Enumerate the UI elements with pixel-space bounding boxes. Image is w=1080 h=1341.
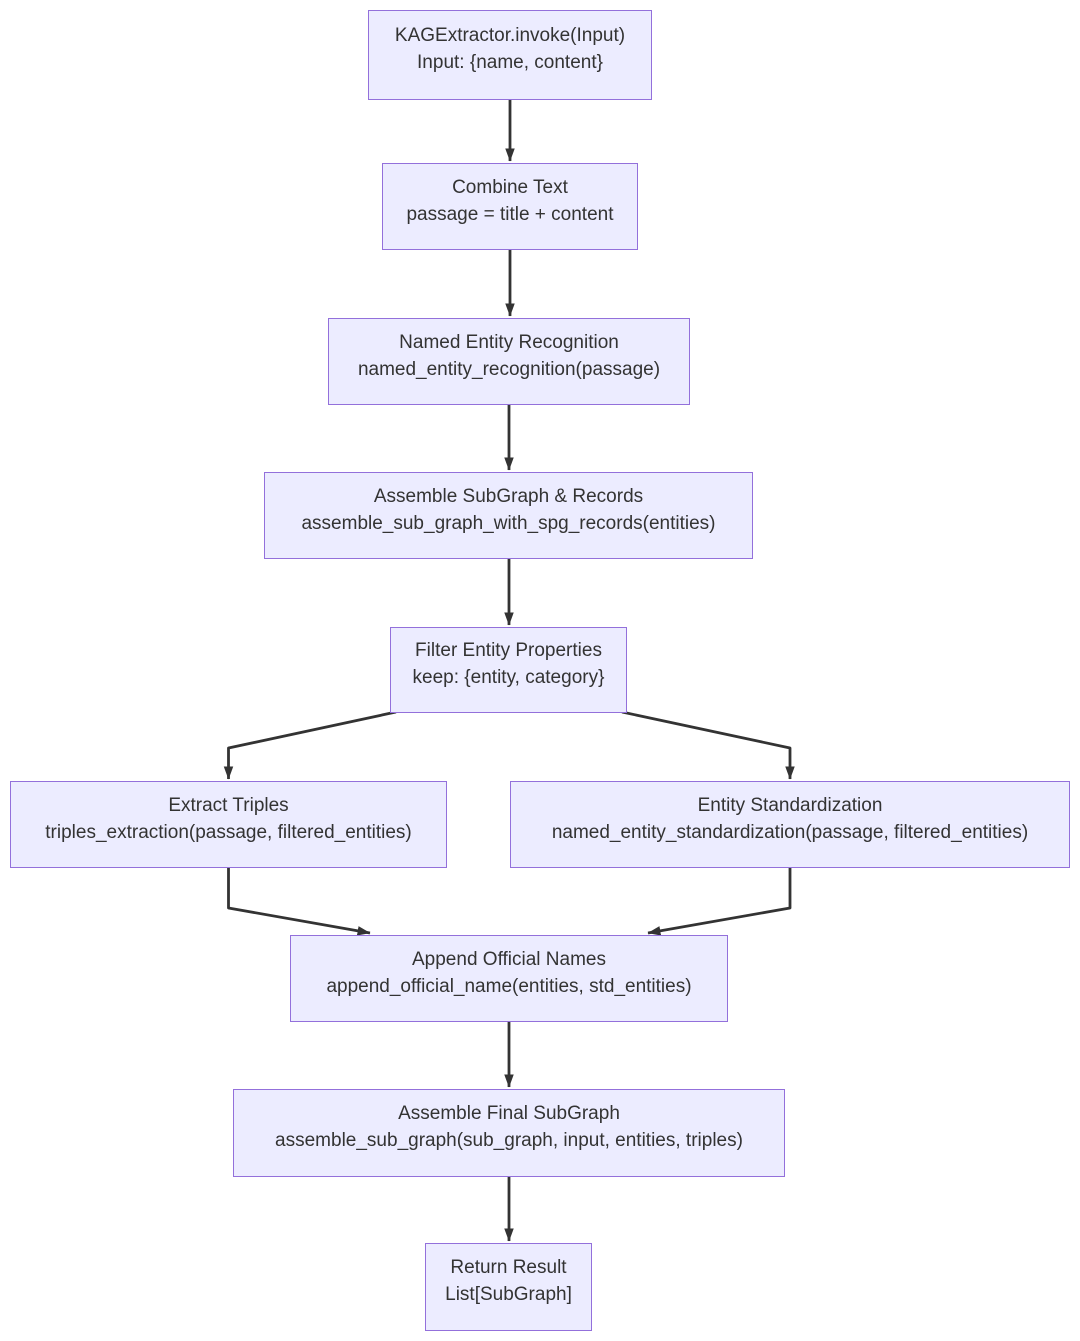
node-entity-standardization: Entity Standardization named_entity_stan… bbox=[510, 781, 1070, 868]
node-assemble-final-subtitle: assemble_sub_graph(sub_graph, input, ent… bbox=[275, 1130, 743, 1151]
node-append-names: Append Official Names append_official_na… bbox=[290, 935, 728, 1022]
node-assemble-final: Assemble Final SubGraph assemble_sub_gra… bbox=[233, 1089, 785, 1177]
node-extract-triples: Extract Triples triples_extraction(passa… bbox=[10, 781, 447, 868]
node-assemble-records-subtitle: assemble_sub_graph_with_spg_records(enti… bbox=[301, 512, 716, 534]
node-filter-properties: Filter Entity Properties keep: {entity, … bbox=[390, 627, 627, 713]
node-filter-properties-subtitle: keep: {entity, category} bbox=[412, 667, 605, 688]
node-assemble-final-title: Assemble Final SubGraph bbox=[398, 1103, 620, 1124]
node-invoke: KAGExtractor.invoke(Input) Input: {name,… bbox=[368, 10, 652, 100]
node-append-names-subtitle: append_official_name(entities, std_entit… bbox=[326, 975, 692, 997]
node-assemble-records-title: Assemble SubGraph & Records bbox=[373, 485, 644, 507]
node-return-result: Return Result List[SubGraph] bbox=[425, 1243, 592, 1331]
node-extract-triples-title: Extract Triples bbox=[168, 794, 289, 816]
node-append-names-title: Append Official Names bbox=[412, 948, 606, 970]
edge-filter-standardization bbox=[621, 710, 795, 780]
node-return-result-subtitle: List[SubGraph] bbox=[445, 1284, 572, 1305]
node-ner: Named Entity Recognition named_entity_re… bbox=[328, 318, 690, 405]
node-assemble-records: Assemble SubGraph & Records assemble_sub… bbox=[264, 472, 753, 559]
node-ner-subtitle: named_entity_recognition(passage) bbox=[357, 358, 661, 380]
node-combine-text-subtitle: passage = title + content bbox=[406, 203, 614, 225]
edge-filter-triples bbox=[223, 710, 397, 780]
node-invoke-title: KAGExtractor.invoke(Input) bbox=[394, 25, 626, 46]
node-combine-text: Combine Text passage = title + content bbox=[382, 163, 638, 250]
node-invoke-subtitle: Input: {name, content} bbox=[417, 52, 603, 73]
node-entity-standardization-title: Entity Standardization bbox=[697, 794, 883, 816]
node-combine-text-title: Combine Text bbox=[452, 176, 568, 198]
node-extract-triples-subtitle: triples_extraction(passage, filtered_ent… bbox=[45, 821, 412, 843]
node-return-result-title: Return Result bbox=[450, 1257, 567, 1278]
edge-triples-append bbox=[227, 868, 371, 936]
edge-standardization-append bbox=[647, 868, 792, 936]
node-ner-title: Named Entity Recognition bbox=[399, 331, 619, 353]
node-filter-properties-title: Filter Entity Properties bbox=[415, 640, 602, 661]
node-entity-standardization-subtitle: named_entity_standardization(passage, fi… bbox=[551, 821, 1029, 843]
